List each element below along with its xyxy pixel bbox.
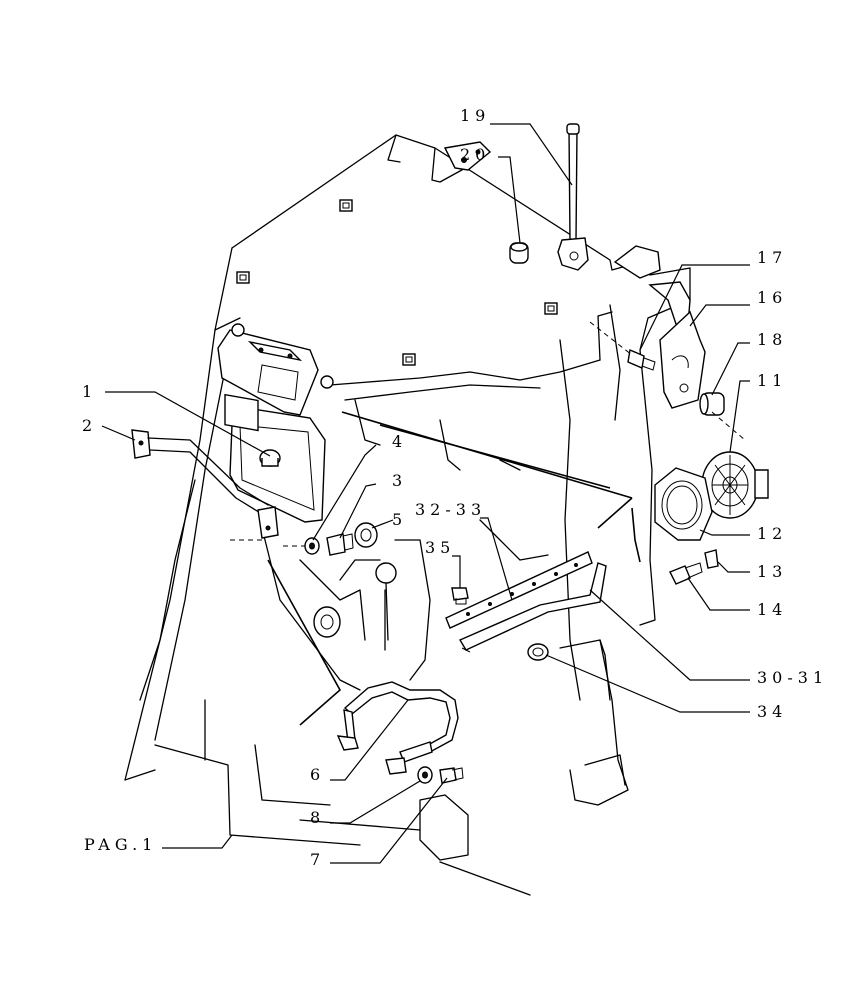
section-indicator-lines (267, 411, 641, 726)
callout-3: 3 (392, 471, 407, 490)
gear-shift-knob (375, 562, 397, 641)
cab-body (124, 134, 691, 896)
work-light-housing (217, 323, 334, 432)
callout-30-31: 30-31 (757, 668, 828, 687)
part-12-speaker-grille (654, 467, 713, 541)
callout-8: 8 (310, 808, 325, 827)
callout-labels: 1 2 4 3 5 32-33 35 19 20 17 16 18 11 12 … (82, 106, 828, 869)
part-19-lever (557, 123, 589, 271)
part-18-bushing (699, 392, 725, 416)
callout-34: 34 (757, 702, 787, 721)
callout-20: 20 (460, 145, 490, 164)
callout-16: 16 (757, 288, 787, 307)
roof-mount-points (236, 199, 558, 366)
callout-7: 7 (310, 850, 325, 869)
part-5-knob (354, 522, 378, 548)
part-8-washer (417, 766, 433, 784)
part-7-screw (439, 767, 464, 784)
callout-4: 4 (392, 432, 407, 451)
callout-1: 1 (82, 382, 97, 401)
part-3-bolt (326, 533, 354, 556)
part-16-hinge (659, 310, 706, 409)
part-11-speaker (701, 451, 769, 519)
part-30-31-rail (458, 562, 607, 653)
callout-32-33: 32-33 (415, 500, 486, 519)
part-34-plug (527, 643, 549, 661)
callout-19: 19 (460, 106, 490, 125)
callout-18: 18 (757, 330, 787, 349)
callout-17: 17 (757, 248, 787, 267)
callout-2: 2 (82, 416, 97, 435)
page-reference: PAG.1 (84, 835, 157, 854)
part-4-washer (304, 537, 320, 555)
callout-13: 13 (757, 562, 787, 581)
part-6-handle (336, 681, 459, 775)
part-2-mirror-arm (131, 429, 279, 539)
callout-14: 14 (757, 600, 787, 619)
leader-lines (101, 123, 750, 864)
callout-35: 35 (425, 538, 455, 557)
part-20-roof-bracket (443, 141, 492, 171)
callout-5: 5 (392, 510, 407, 529)
part-35-bolt (451, 587, 469, 605)
part-32-33-rail (445, 551, 593, 629)
pedal-pivot (313, 606, 341, 638)
part-17-bolt (627, 349, 656, 371)
part-13-clip (704, 549, 719, 569)
callout-12: 12 (757, 524, 787, 543)
roof-latch-bracket (613, 245, 691, 331)
callout-6: 6 (310, 765, 325, 784)
part-14-screw (669, 562, 703, 585)
part-1-mirror (229, 406, 326, 523)
part-20-bushing (509, 242, 529, 264)
callout-11: 11 (757, 371, 787, 390)
